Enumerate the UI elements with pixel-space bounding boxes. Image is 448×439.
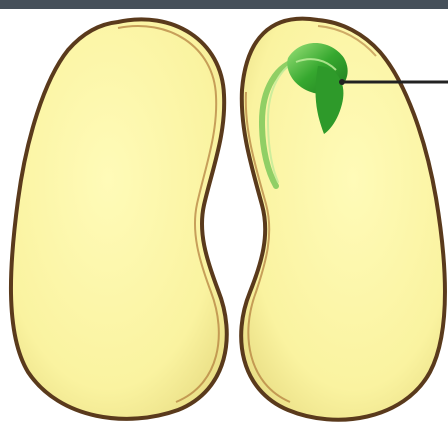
left-cotyledon [11,19,227,418]
top-frame-bar [0,0,448,9]
